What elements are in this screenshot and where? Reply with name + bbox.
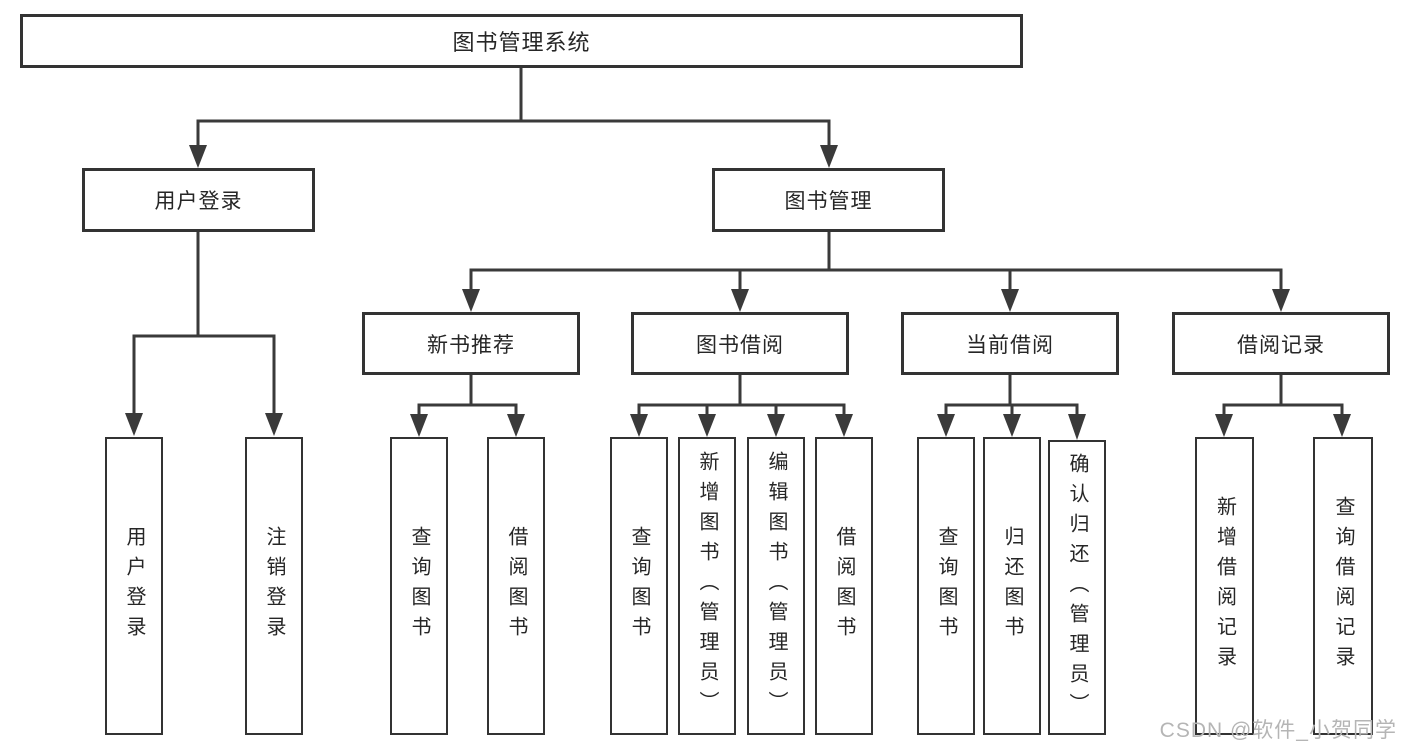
csdn-watermark: CSDN @软件_小贺同学 <box>1159 719 1397 742</box>
leaf-return-books: 归还图书 <box>983 437 1041 735</box>
leaf-confirm-return-admin: 确认归还（管理员） <box>1048 440 1106 735</box>
node-current-borrowing: 当前借阅 <box>901 312 1119 375</box>
leaf-add-borrow-record: 新增借阅记录 <box>1195 437 1254 735</box>
leaf-logout: 注销登录 <box>245 437 303 735</box>
leaf-query-books-recommend: 查询图书 <box>390 437 448 735</box>
node-borrowing-records: 借阅记录 <box>1172 312 1390 375</box>
node-book-borrowing: 图书借阅 <box>631 312 849 375</box>
leaf-query-books-current: 查询图书 <box>917 437 975 735</box>
leaf-borrow-books: 借阅图书 <box>815 437 873 735</box>
node-user-login-branch: 用户登录 <box>82 168 315 232</box>
leaf-query-borrow-record: 查询借阅记录 <box>1313 437 1373 735</box>
leaf-edit-books-admin: 编辑图书（管理员） <box>747 437 805 735</box>
leaf-user-login: 用户登录 <box>105 437 163 735</box>
node-library-management-system: 图书管理系统 <box>20 14 1023 68</box>
leaf-add-books-admin: 新增图书（管理员） <box>678 437 736 735</box>
node-book-management-branch: 图书管理 <box>712 168 945 232</box>
leaf-query-books-borrowing: 查询图书 <box>610 437 668 735</box>
node-new-book-recommendation: 新书推荐 <box>362 312 580 375</box>
leaf-borrow-books-recommend: 借阅图书 <box>487 437 545 735</box>
